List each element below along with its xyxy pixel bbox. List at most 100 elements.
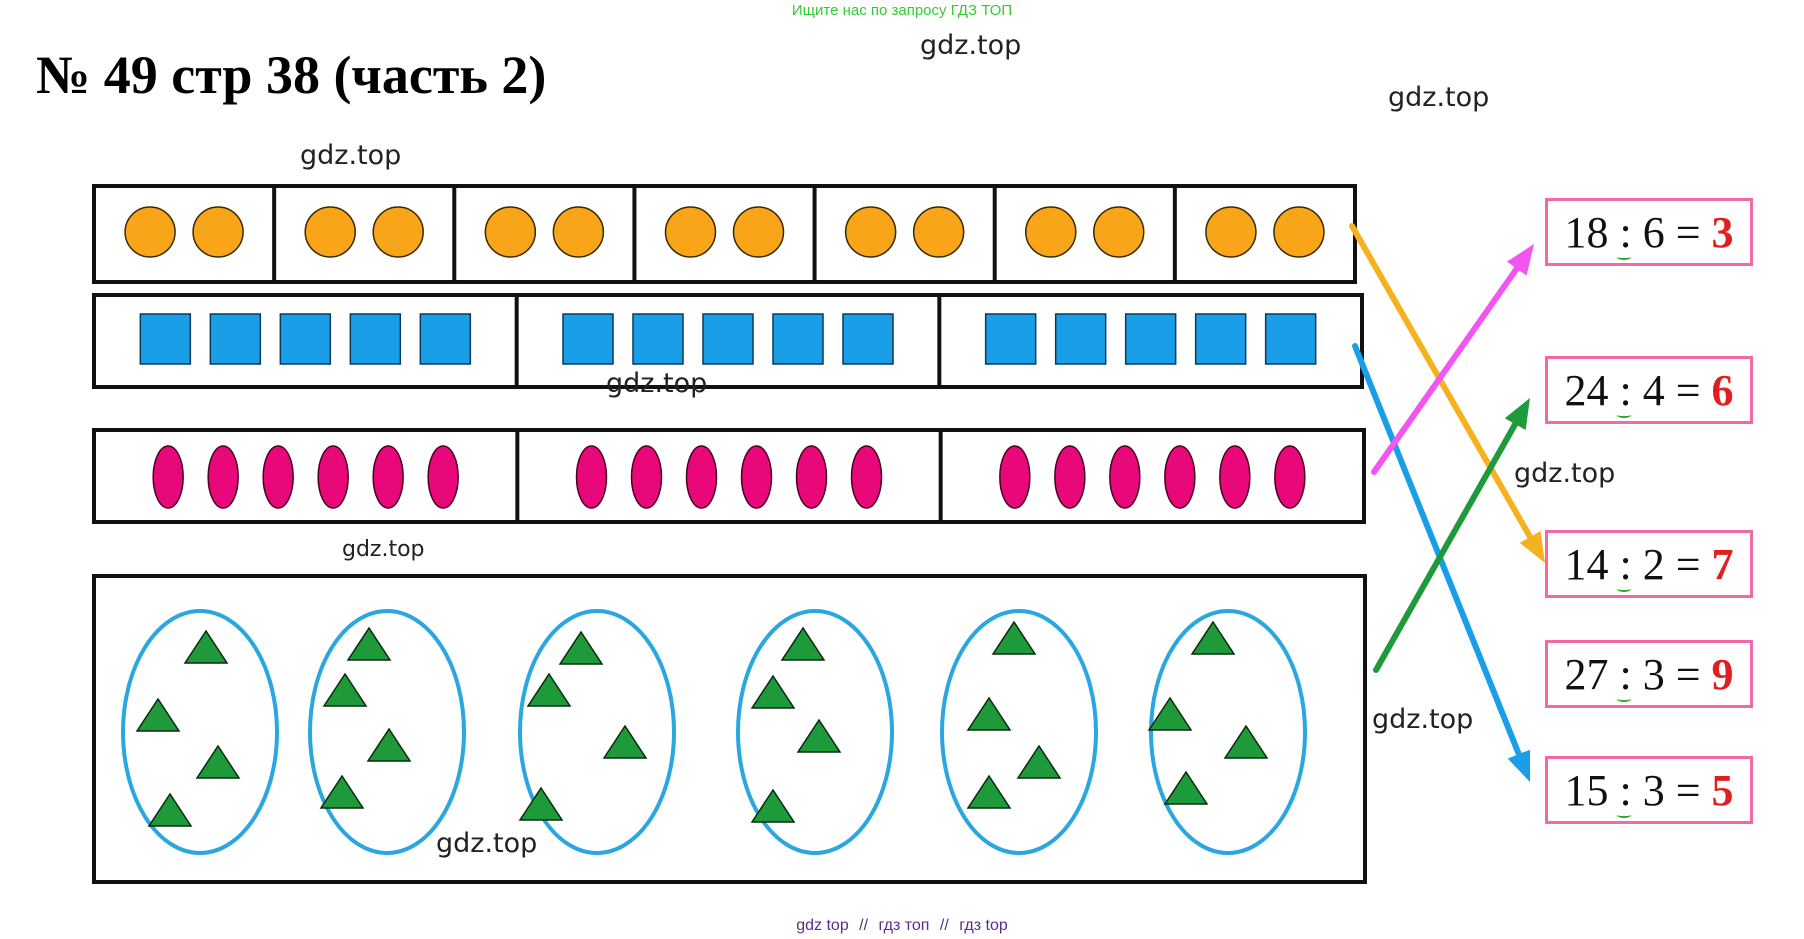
blue-square xyxy=(984,313,1037,365)
pink-oval xyxy=(1109,445,1141,509)
equation-box: 27 : 3 = 9 xyxy=(1545,640,1753,708)
green-triangle xyxy=(518,786,564,821)
pink-oval xyxy=(262,445,294,509)
arrow-head xyxy=(1519,531,1545,563)
watermark: gdz.top xyxy=(342,537,425,562)
green-triangle xyxy=(1190,620,1236,655)
footer-link[interactable]: gdz top xyxy=(796,917,849,934)
green-triangle xyxy=(183,629,229,664)
group-ring xyxy=(518,609,676,855)
blue-square xyxy=(419,313,472,365)
equation-answer: 3 xyxy=(1711,207,1734,257)
green-triangle xyxy=(346,626,392,661)
equation-equals: = xyxy=(1675,765,1701,815)
equation-divisor: 2 xyxy=(1642,539,1665,589)
orange-circle xyxy=(1273,206,1325,258)
green-triangle xyxy=(1147,696,1193,731)
green-triangle xyxy=(147,792,193,827)
pink-oval xyxy=(999,445,1031,509)
green-triangle xyxy=(1163,770,1209,805)
equation-equals: = xyxy=(1675,207,1701,257)
page-title: № 49 стр 38 (часть 2) xyxy=(36,45,547,105)
blue-square xyxy=(1264,313,1317,365)
green-triangle xyxy=(195,744,241,779)
watermark: gdz.top xyxy=(1372,704,1474,735)
orange-circle xyxy=(192,206,244,258)
blue-square xyxy=(1124,313,1177,365)
equation-box: 24 : 4 = 6 xyxy=(1545,356,1753,424)
orange-circle xyxy=(1205,206,1257,258)
blue-square xyxy=(279,313,332,365)
watermark: gdz.top xyxy=(436,828,538,859)
search-note: Ищите нас по запросу ГДЗ ТОП xyxy=(791,2,1013,19)
equation-divisor: 3 xyxy=(1642,649,1665,699)
ovals-row xyxy=(92,428,1366,524)
circles-row xyxy=(92,184,1357,284)
watermark: gdz.top xyxy=(920,30,1022,61)
equation-operator: : xyxy=(1617,539,1632,592)
equation-equals: = xyxy=(1675,365,1701,415)
footer-link[interactable]: гдз топ xyxy=(878,917,930,934)
pink-oval xyxy=(795,445,828,509)
pink-oval xyxy=(152,445,184,509)
equation-divisor: 4 xyxy=(1642,365,1665,415)
matching-arrow xyxy=(1373,421,1519,673)
arrow-head xyxy=(1506,244,1534,276)
pink-oval xyxy=(1219,445,1251,509)
pink-oval xyxy=(850,445,883,509)
green-triangle xyxy=(602,724,648,759)
matching-arrow xyxy=(1352,343,1522,758)
orange-circle xyxy=(912,206,965,258)
equation-equals: = xyxy=(1675,539,1701,589)
green-triangle xyxy=(1223,724,1269,759)
squares-row xyxy=(92,293,1364,389)
watermark: gdz.top xyxy=(1514,458,1616,489)
equation-answer: 5 xyxy=(1711,765,1734,815)
blue-square xyxy=(842,313,894,365)
green-triangle xyxy=(991,620,1037,655)
watermark: gdz.top xyxy=(300,140,402,171)
arrow-head xyxy=(1504,398,1530,431)
equation-dividend: 14 xyxy=(1564,539,1609,589)
green-triangle xyxy=(1016,744,1062,779)
blue-square xyxy=(1194,313,1247,365)
green-triangle xyxy=(750,788,796,823)
pink-oval xyxy=(427,445,459,509)
group-ring xyxy=(736,609,894,855)
arrow-head xyxy=(1507,749,1530,782)
orange-circle xyxy=(1093,206,1145,258)
pink-oval xyxy=(207,445,239,509)
equation-box: 14 : 2 = 7 xyxy=(1545,530,1753,598)
blue-square xyxy=(139,313,192,365)
equation-box: 18 : 6 = 3 xyxy=(1545,198,1753,266)
equation-operator: : xyxy=(1617,765,1632,818)
blue-square xyxy=(702,313,754,365)
green-triangle xyxy=(796,718,842,753)
watermark: gdz.top xyxy=(1388,82,1490,113)
row-frame xyxy=(92,428,1366,524)
pink-oval xyxy=(317,445,349,509)
pink-oval xyxy=(685,445,718,509)
green-triangle xyxy=(322,672,368,707)
green-triangle xyxy=(558,630,604,665)
orange-circle xyxy=(484,206,537,258)
equation-operator: : xyxy=(1617,649,1632,702)
blue-square xyxy=(209,313,262,365)
equation-dividend: 24 xyxy=(1564,365,1609,415)
green-triangle xyxy=(135,697,181,732)
group-ring xyxy=(1149,609,1307,855)
equation-dividend: 27 xyxy=(1564,649,1609,699)
green-triangle xyxy=(966,774,1012,809)
pink-oval xyxy=(1274,445,1306,509)
equation-equals: = xyxy=(1675,649,1701,699)
footer-link[interactable]: гдз top xyxy=(959,917,1008,934)
green-triangle xyxy=(966,696,1012,731)
pink-oval xyxy=(630,445,663,509)
equation-box: 15 : 3 = 5 xyxy=(1545,756,1753,824)
equation-dividend: 18 xyxy=(1564,207,1609,257)
footer-links: gdz top // гдз топ // гдз top xyxy=(0,917,1804,935)
blue-square xyxy=(1054,313,1107,365)
orange-circle xyxy=(664,206,717,258)
group-ring xyxy=(121,609,279,855)
